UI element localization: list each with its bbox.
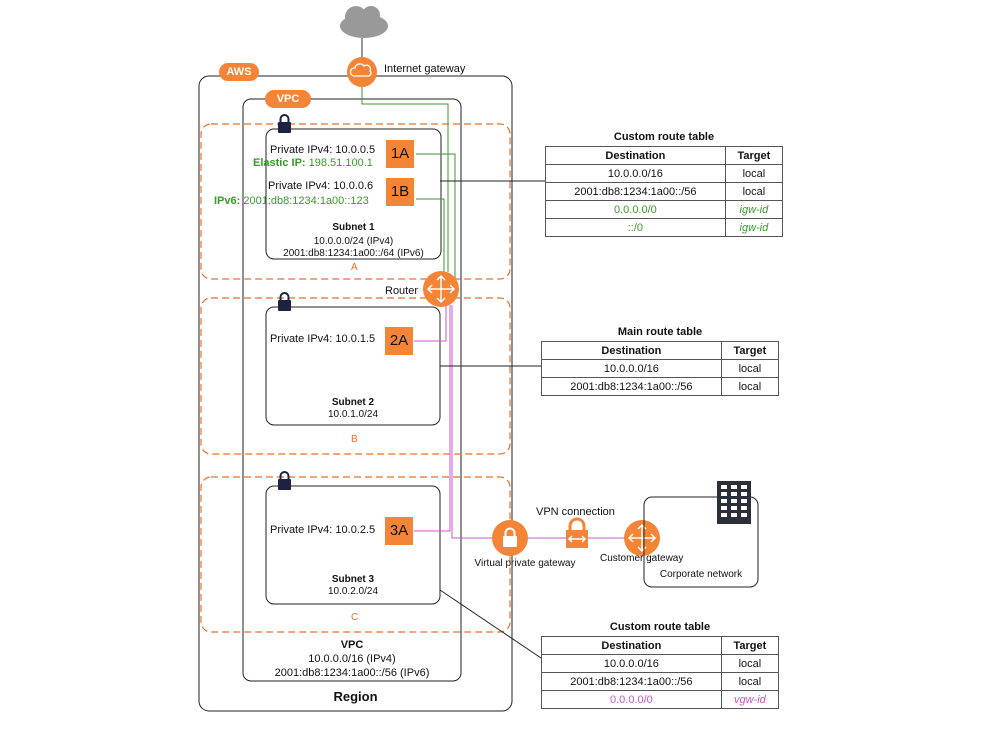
region-label: Region	[333, 689, 378, 704]
table-row: 2001:db8:1234:1a00::/56 local	[545, 182, 784, 201]
column-header: Destination	[541, 341, 722, 360]
custom-route-table-2-title: Custom route table	[609, 621, 711, 633]
corporate-network-box	[643, 496, 759, 588]
column-header: Target	[720, 636, 780, 655]
vpn-connection-label: VPN connection	[536, 506, 615, 518]
instance-3a-private-ip: Private IPv4: 10.0.2.5	[270, 524, 376, 536]
elastic-ip-value: 198.51.100.1	[308, 157, 373, 169]
main-route-table-title: Main route table	[617, 326, 703, 338]
router-icon	[423, 271, 459, 307]
instance-1b-private-ip: Private IPv4: 10.0.0.6	[268, 180, 374, 192]
subnet-1-title: Subnet 1	[332, 222, 375, 233]
target-cell: local	[724, 182, 784, 201]
subnet-3-title: Subnet 3	[331, 574, 375, 585]
destination-cell: 10.0.0.0/16	[545, 164, 726, 183]
instance-1b[interactable]: 1B	[386, 178, 414, 206]
subnet-3-box	[265, 485, 441, 605]
instance-2a[interactable]: 2A	[385, 327, 413, 355]
ipv6-label: IPv6:	[214, 195, 241, 207]
table-row: 2001:db8:1234:1a00::/56 local	[541, 377, 780, 396]
destination-cell: 2001:db8:1234:1a00::/56	[541, 377, 722, 396]
main-route-table: Destination Target 10.0.0.0/16 local 200…	[541, 341, 780, 396]
target-cell: local	[720, 672, 780, 691]
customer-gateway-label: Customer gateway	[600, 553, 684, 564]
table-row: 0.0.0.0/0 vgw-id	[541, 690, 780, 709]
instance-1b-ipv6: IPv6: 2001:db8:1234:1a00::123	[214, 195, 369, 207]
vpc-footer-ipv4: 10.0.0.0/16 (IPv4)	[308, 653, 396, 665]
subnet-a-letter: A	[351, 262, 358, 273]
table-row: 0.0.0.0/0 igw-id	[545, 200, 784, 219]
instance-1a-elastic-ip: Elastic IP: 198.51.100.1	[253, 157, 373, 169]
vpc-tag: VPC	[265, 90, 311, 108]
table-row: 2001:db8:1234:1a00::/56 local	[541, 672, 780, 691]
vpn-lock-icon	[566, 517, 588, 548]
subnet-b-zone	[200, 297, 511, 455]
subnet-2-cidr: 10.0.1.0/24	[327, 409, 379, 420]
subnet-1-ipv6: 2001:db8:1234:1a00::/64 (IPv6)	[283, 248, 424, 259]
aws-tag: AWS	[219, 63, 259, 81]
elastic-ip-label: Elastic IP:	[253, 157, 306, 169]
lock-icon	[278, 292, 291, 311]
destination-cell: 2001:db8:1234:1a00::/56	[541, 672, 722, 691]
internet-cloud-icon	[340, 6, 388, 38]
vpc-footer-title: VPC	[340, 639, 364, 651]
target-cell: igw-id	[724, 200, 784, 219]
destination-cell: ::/0	[545, 218, 726, 237]
subnet-b-letter: B	[351, 434, 358, 445]
vpc-box	[242, 98, 462, 682]
vpc-footer-ipv6: 2001:db8:1234:1a00::/56 (IPv6)	[274, 667, 430, 679]
subnet-c-letter: C	[351, 612, 359, 623]
target-cell: local	[724, 164, 784, 183]
instance-2a-private-ip: Private IPv4: 10.0.1.5	[270, 333, 376, 345]
table-row: 10.0.0.0/16 local	[541, 654, 780, 673]
destination-cell: 10.0.0.0/16	[541, 654, 722, 673]
destination-cell: 0.0.0.0/0	[545, 200, 726, 219]
target-cell: local	[720, 654, 780, 673]
instance-3a[interactable]: 3A	[385, 517, 413, 545]
column-header: Destination	[545, 146, 726, 165]
corporate-network-label: Corporate network	[659, 569, 743, 580]
internet-gateway-icon	[347, 57, 377, 87]
subnet-c-zone	[200, 476, 511, 633]
subnet-1-box	[265, 128, 442, 260]
table-row: 10.0.0.0/16 local	[541, 359, 780, 378]
destination-cell: 10.0.0.0/16	[541, 359, 722, 378]
instance-1a[interactable]: 1A	[386, 140, 414, 168]
custom-route-table-2: Destination Target 10.0.0.0/16 local 200…	[541, 636, 780, 709]
custom-route-table-1: Destination Target 10.0.0.0/16 local 200…	[545, 146, 784, 237]
virtual-private-gateway-label: Virtual private gateway	[474, 558, 576, 569]
ipv6-value: 2001:db8:1234:1a00::123	[243, 195, 369, 207]
subnet-2-title: Subnet 2	[331, 397, 375, 408]
customer-gateway-icon	[624, 520, 660, 556]
server-icon	[717, 481, 751, 524]
destination-cell: 2001:db8:1234:1a00::/56	[545, 182, 726, 201]
column-header: Target	[724, 146, 784, 165]
router-label: Router	[385, 285, 419, 297]
table-row: 10.0.0.0/16 local	[545, 164, 784, 183]
target-cell: vgw-id	[720, 690, 780, 709]
column-header: Target	[720, 341, 780, 360]
subnet-1-ipv4: 10.0.0.0/24 (IPv4)	[313, 236, 394, 247]
virtual-private-gateway-icon	[492, 520, 528, 556]
lock-icon	[278, 114, 291, 133]
instance-1a-private-ip: Private IPv4: 10.0.0.5	[270, 144, 376, 156]
target-cell: igw-id	[724, 218, 784, 237]
destination-cell: 0.0.0.0/0	[541, 690, 722, 709]
lock-icon	[278, 471, 291, 490]
column-header: Destination	[541, 636, 722, 655]
subnet-3-cidr: 10.0.2.0/24	[327, 586, 379, 597]
custom-route-table-1-title: Custom route table	[613, 131, 715, 143]
target-cell: local	[720, 377, 780, 396]
subnet-a-zone	[200, 123, 511, 280]
internet-gateway-label: Internet gateway	[384, 63, 466, 75]
target-cell: local	[720, 359, 780, 378]
table-row: ::/0 igw-id	[545, 218, 784, 237]
